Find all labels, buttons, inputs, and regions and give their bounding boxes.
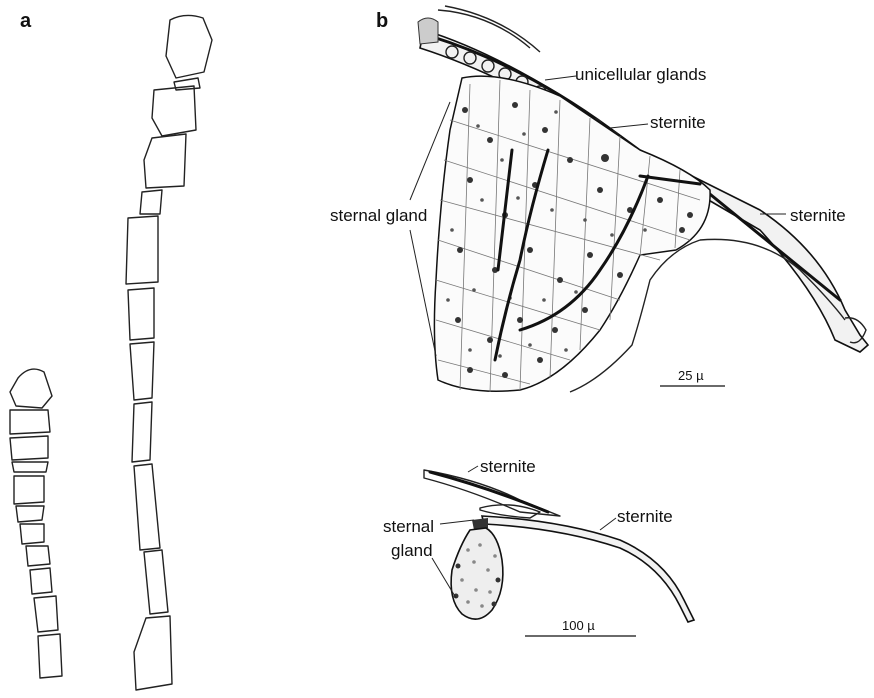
label-sternite-lower-right: sternite (617, 507, 673, 526)
leader-sternal-gland-bottom (410, 230, 436, 356)
leader-sternite-lower-left (468, 466, 478, 472)
label-unicellular-glands: unicellular glands (575, 65, 706, 84)
long-antenna-drawing (126, 15, 212, 690)
leader-sternite-lower-right (600, 518, 616, 530)
upper-section-drawing (418, 6, 868, 392)
leader-sternite-top (610, 124, 648, 128)
label-sternal-gland: sternal gland (330, 206, 427, 225)
leader-sternal-gland-lower-a (440, 520, 474, 524)
label-sternite-lower-left: sternite (480, 457, 536, 476)
label-sternal-gland-lower-line1: sternal (383, 517, 434, 536)
short-antenna-drawing (10, 369, 62, 678)
scale-label-upper: 25 µ (678, 368, 704, 383)
leader-unicellular-glands (545, 76, 576, 80)
label-sternite-top: sternite (650, 113, 706, 132)
scale-label-lower: 100 µ (562, 618, 595, 633)
label-sternal-gland-lower-line2: gland (391, 541, 433, 560)
panel-letter-b: b (376, 10, 388, 32)
lower-section-drawing (424, 470, 694, 622)
label-sternite-right: sternite (790, 206, 846, 225)
panel-letter-a: a (20, 10, 32, 32)
